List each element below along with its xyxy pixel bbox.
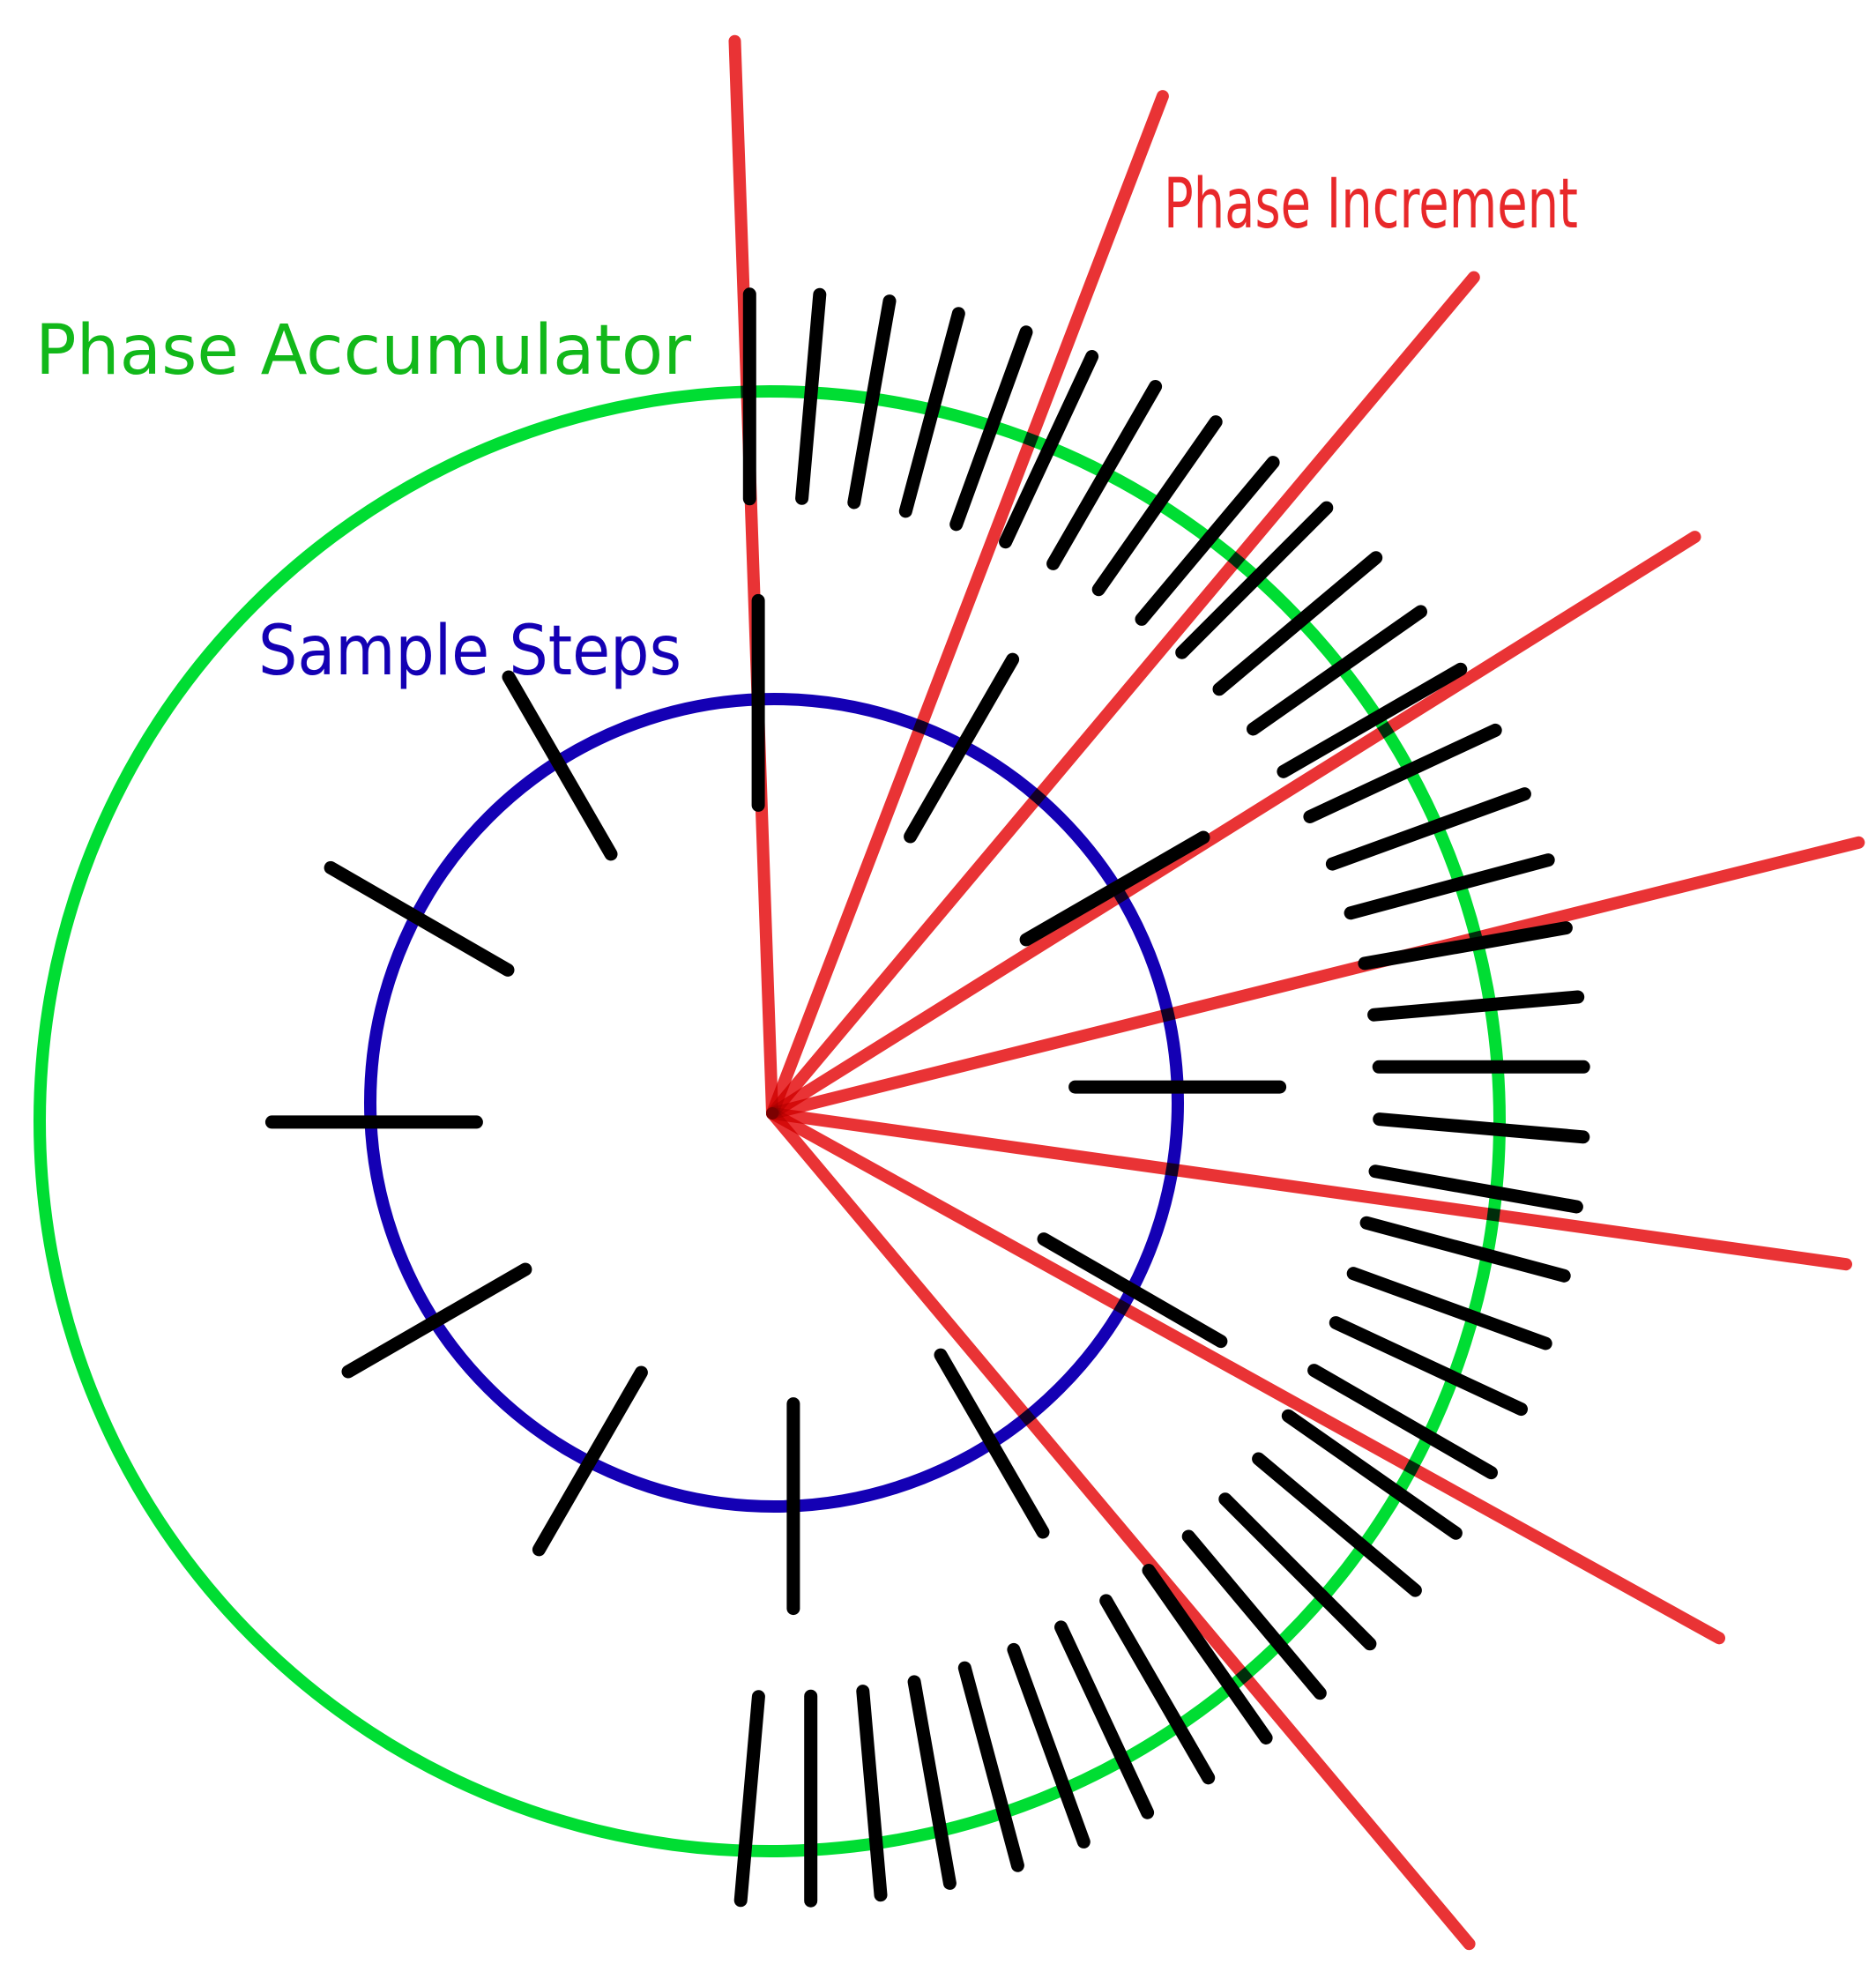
sample-steps-ring (364, 693, 1184, 1513)
sample-steps-label: Sample Steps (258, 612, 681, 691)
accumulator-tick (1218, 1492, 1377, 1651)
accumulator-tick (949, 325, 1033, 532)
accumulator-tick (1307, 1364, 1498, 1480)
accumulator-tick (847, 294, 897, 510)
accumulator-tick (1247, 605, 1427, 736)
accumulator-tick (1252, 1452, 1422, 1597)
phase-increment-ray (766, 1107, 1852, 1271)
phase-increment-ray (766, 531, 1701, 1120)
accumulator-tick (1175, 501, 1334, 659)
accumulator-tick (907, 1675, 957, 1890)
sample-step-tick (341, 1262, 532, 1379)
accumulator-tick (1368, 1164, 1583, 1214)
accumulator-tick (1373, 1112, 1590, 1144)
accumulator-tick (898, 307, 965, 518)
accumulator-tick (957, 1661, 1024, 1872)
phase-increment-ray (766, 1107, 1476, 1951)
accumulator-tick (1054, 1620, 1155, 1819)
phase-increment-rays (728, 34, 1865, 1951)
phase-increment-ray (766, 1107, 1725, 1645)
accumulator-tick (1281, 1409, 1463, 1540)
accumulator-tick (795, 287, 827, 505)
sample-step-tick (934, 1348, 1050, 1539)
accumulator-tick (1099, 1594, 1216, 1785)
sample-step-tick (502, 670, 618, 861)
phase-accumulator-label: Phase Accumulator (35, 311, 692, 391)
accumulator-tick (1212, 551, 1383, 696)
accumulator-tick (1007, 1642, 1091, 1849)
sample-step-tick (1019, 830, 1210, 947)
sample-steps-ticks (264, 593, 1287, 1616)
accumulator-tick (999, 350, 1099, 549)
sample-step-tick (1037, 1232, 1228, 1349)
accumulator-tick (1329, 1316, 1528, 1417)
sample-step-tick (904, 652, 1020, 844)
phase-accumulator-ticks (733, 287, 1590, 1908)
accumulator-tick (1277, 662, 1468, 778)
accumulator-tick (1142, 1564, 1273, 1745)
accumulator-tick (1135, 456, 1280, 626)
accumulator-tick (1344, 853, 1555, 920)
accumulator-tick (1359, 1216, 1571, 1283)
accumulator-tick (1303, 723, 1502, 823)
sample-step-tick (324, 860, 515, 977)
accumulator-tick (1046, 380, 1163, 570)
accumulator-tick (733, 1690, 765, 1908)
accumulator-tick (1367, 990, 1585, 1022)
accumulator-tick (1181, 1529, 1327, 1700)
accumulator-tick (1346, 1267, 1552, 1350)
phase-increment-ray (766, 836, 1865, 1120)
accumulator-tick (1091, 415, 1223, 597)
accumulator-tick (856, 1685, 888, 1902)
accumulator-tick (1325, 787, 1531, 871)
phase-increment-ray (766, 90, 1169, 1120)
phase-increment-label: Phase Increment (1164, 165, 1578, 244)
phase-accumulator-ring (34, 385, 1506, 1857)
phase-increment-ray (728, 34, 778, 1120)
sample-step-tick (532, 1365, 648, 1557)
phase-increment-ray (766, 271, 1480, 1120)
